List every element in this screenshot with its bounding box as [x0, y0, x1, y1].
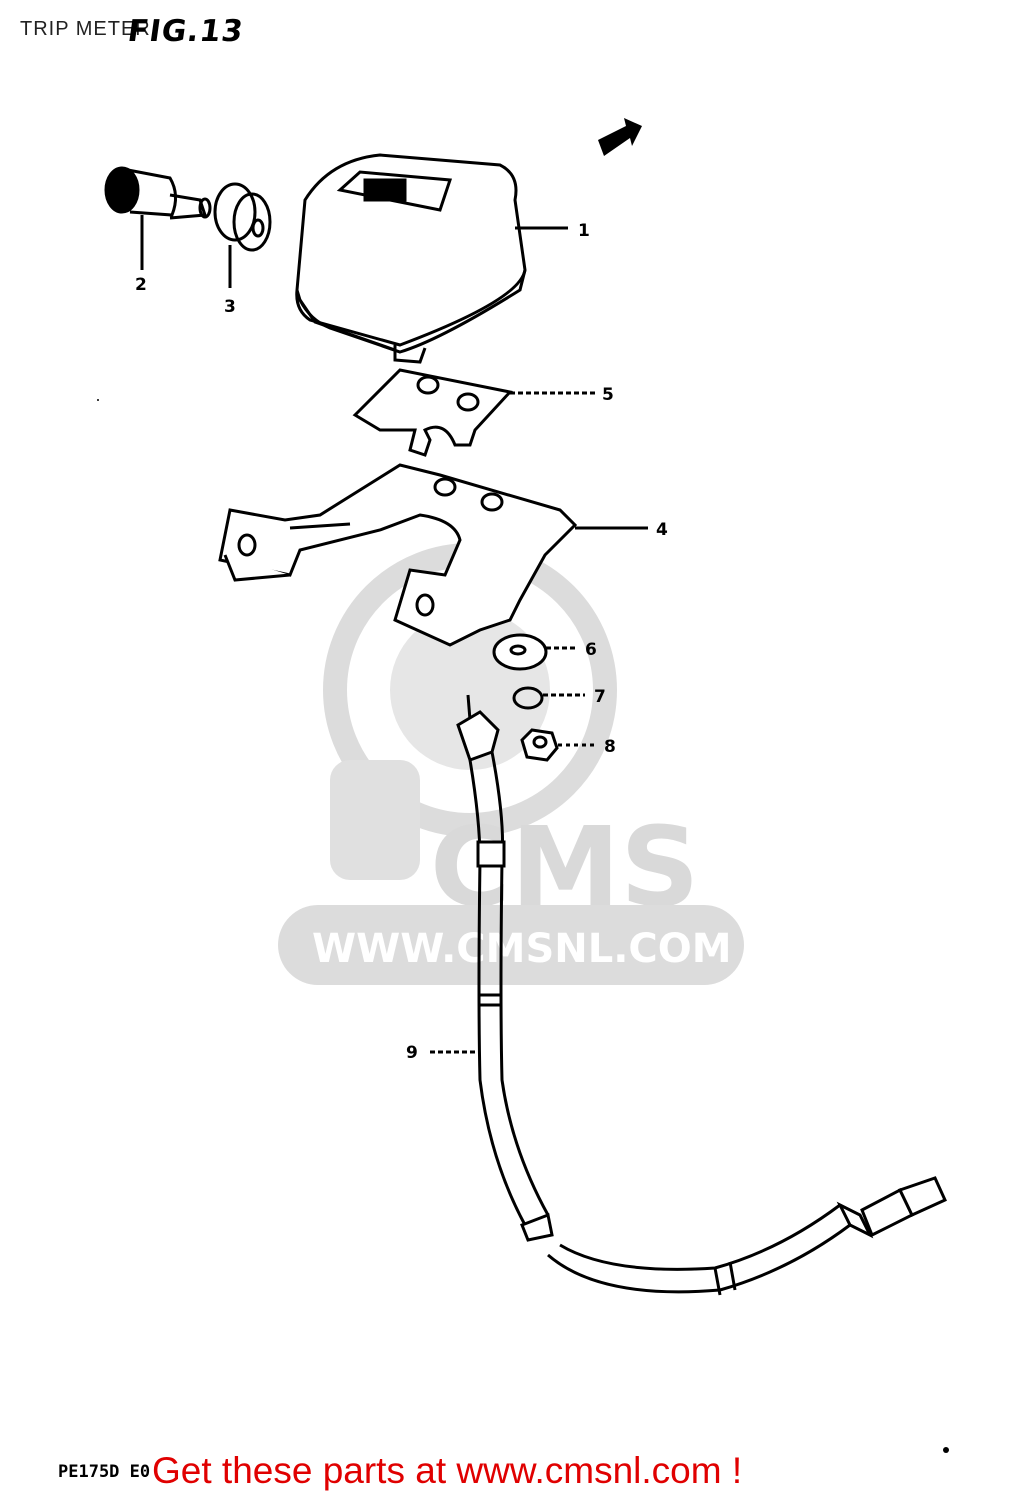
part-3-grommet	[213, 182, 272, 288]
callout-6: 6	[585, 640, 597, 660]
watermark-url: WWW.CMSNL.COM	[312, 926, 732, 972]
callout-1: 1	[578, 221, 590, 241]
callout-8: 8	[604, 737, 616, 757]
part-5-bracket	[352, 368, 595, 457]
callout-4: 4	[656, 520, 668, 540]
callout-numbers: 1 2 3 4 5 6 7 8 9	[135, 221, 668, 1063]
part-4-bracket	[218, 463, 648, 647]
callout-3: 3	[224, 297, 236, 317]
model-code: PE175D E0	[58, 1462, 151, 1482]
callout-9: 9	[406, 1043, 418, 1063]
part-1-trip-meter	[295, 153, 568, 364]
callout-5: 5	[602, 385, 614, 405]
page-title: TRIP METER	[20, 18, 151, 40]
callout-2: 2	[135, 275, 147, 295]
part-8-nut	[520, 728, 595, 762]
figure-label: FIG.13	[125, 14, 246, 49]
part-2-knob	[104, 166, 212, 270]
cms-watermark: CMS WWW.CMSNL.COM	[278, 543, 744, 985]
part-6-washer	[492, 633, 578, 671]
footer-promo-link[interactable]: Get these parts at www.cmsnl.com !	[152, 1450, 743, 1491]
part-9-cable	[430, 694, 947, 1296]
front-arrow-icon	[598, 118, 642, 156]
part-7-lock-washer	[512, 686, 585, 710]
callout-7: 7	[594, 687, 606, 707]
